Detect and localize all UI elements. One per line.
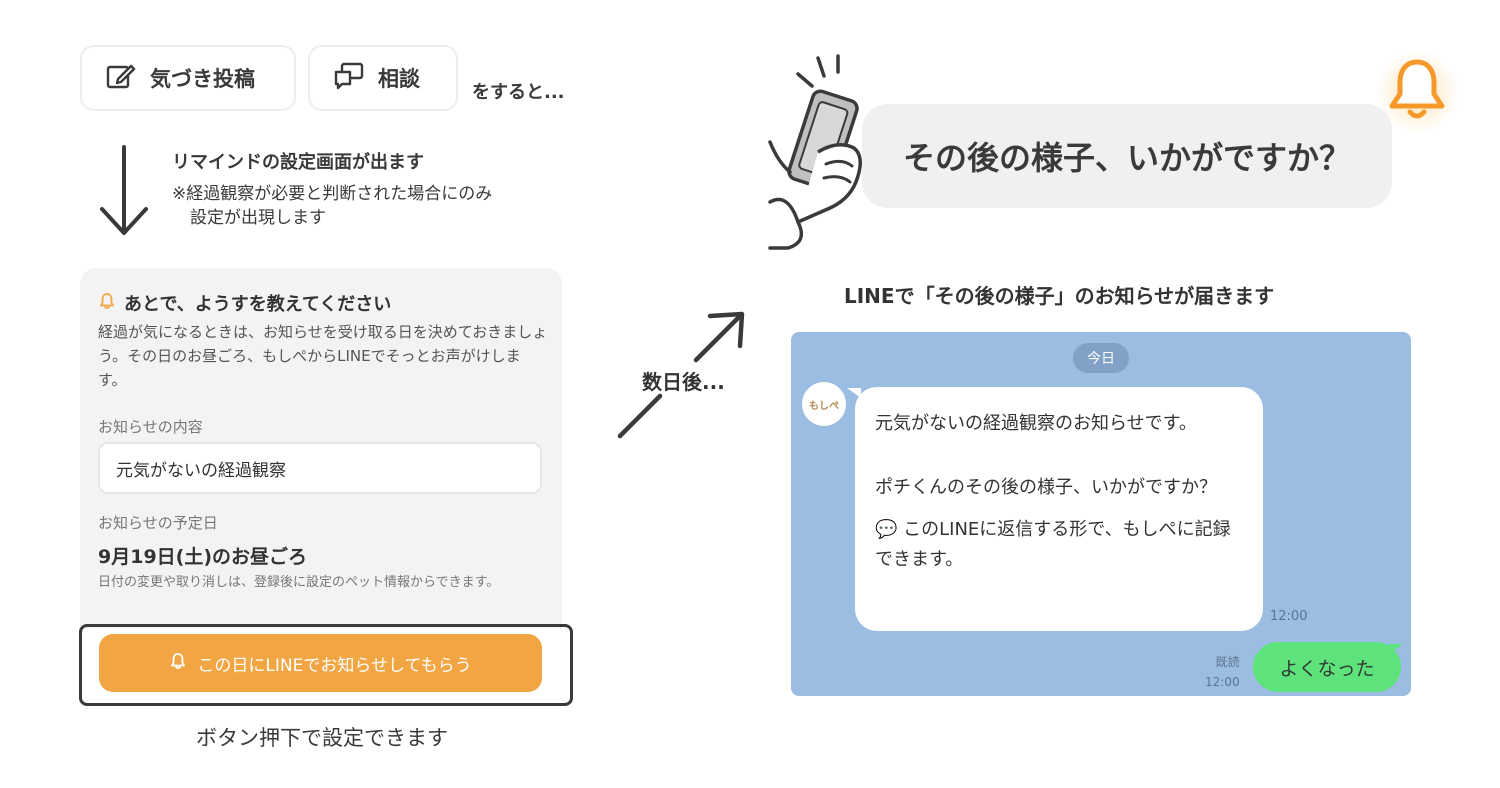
reminder-note-line2: 設定が出現します bbox=[190, 208, 326, 228]
line-chat-window: 今日 もしぺ 元気がないの経過観察のお知らせです。 ポチくんのその後の様子、いか… bbox=[791, 332, 1411, 696]
date-label: お知らせの予定日 bbox=[98, 514, 218, 532]
message-line: 💬 このLINEに返信する形で、もしぺに記録できます。 bbox=[875, 519, 1231, 570]
bell-icon bbox=[1389, 59, 1445, 119]
message-timestamp: 12:00 bbox=[1270, 609, 1308, 624]
reminder-heading: リマインドの設定画面が出ます bbox=[172, 152, 424, 173]
consult-label: 相談 bbox=[378, 67, 420, 91]
avatar[interactable]: もしぺ bbox=[802, 382, 846, 426]
message-line: ポチくんのその後の様子、いかがですか？ bbox=[875, 477, 1217, 498]
diagonal-arrow-icon bbox=[617, 311, 745, 439]
down-arrow-icon bbox=[100, 145, 148, 235]
highlight-frame bbox=[79, 624, 573, 706]
card-title: あとで、ようすを教えてください bbox=[98, 290, 391, 316]
line-notify-button[interactable]: この日にLINEでお知らせしてもらう bbox=[99, 634, 542, 692]
reminder-settings-card: あとで、ようすを教えてください 経過が気になるときは、お知らせを受け取る日を決め… bbox=[80, 268, 562, 628]
kizuki-post-label: 気づき投稿 bbox=[150, 67, 255, 91]
days-later-label: 数日後... bbox=[642, 370, 725, 394]
incoming-message[interactable]: 元気がないの経過観察のお知らせです。 ポチくんのその後の様子、いかがですか？ 💬… bbox=[855, 387, 1263, 631]
reply-message[interactable]: よくなった bbox=[1253, 642, 1401, 692]
card-description: 経過が気になるときは、お知らせを受け取る日を決めておきましょう。その日のお昼ごろ… bbox=[98, 323, 548, 389]
reply-tail bbox=[1389, 644, 1403, 654]
card-title-text: あとで、ようすを教えてください bbox=[124, 294, 392, 315]
content-label: お知らせの内容 bbox=[98, 418, 203, 436]
date-note: 日付の変更や取り消しは、登録後に設定のペット情報からできます。 bbox=[98, 575, 500, 590]
date-value: 9月19日(土)のお昼ごろ bbox=[98, 546, 308, 568]
button-caption: ボタン押下で設定できます bbox=[196, 726, 448, 750]
bell-icon bbox=[169, 652, 187, 675]
date-pill: 今日 bbox=[1073, 343, 1129, 373]
read-status: 既読 12:00 bbox=[1205, 652, 1240, 692]
edit-icon bbox=[104, 59, 138, 98]
message-tail bbox=[847, 388, 861, 398]
message-line: 元気がないの経過観察のお知らせです。 bbox=[875, 413, 1197, 434]
phone-hand-illustration-icon bbox=[768, 54, 862, 250]
bell-icon bbox=[98, 292, 116, 315]
line-notify-label: この日にLINEでお知らせしてもらう bbox=[197, 655, 472, 676]
chat-icon bbox=[332, 59, 366, 98]
reply-timestamp: 12:00 bbox=[1205, 675, 1240, 689]
consult-button[interactable]: 相談 bbox=[308, 45, 458, 111]
kizuki-post-button[interactable]: 気づき投稿 bbox=[80, 45, 296, 111]
content-input[interactable]: 元気がないの経過観察 bbox=[98, 442, 542, 494]
status-question-bubble: その後の様子、いかがですか？ bbox=[862, 104, 1392, 208]
reminder-note-line1: ※経過観察が必要と判断された場合にのみ bbox=[172, 184, 493, 204]
line-notice-heading: LINEで「その後の様子」のお知らせが届きます bbox=[844, 284, 1275, 308]
read-label: 既読 bbox=[1215, 655, 1240, 669]
action-suffix-text: をすると... bbox=[472, 82, 565, 103]
